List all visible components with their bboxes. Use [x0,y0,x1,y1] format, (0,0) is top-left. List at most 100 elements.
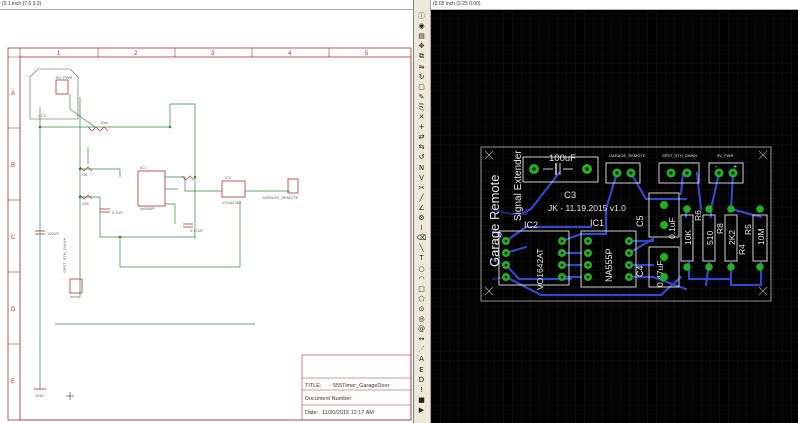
c4-value-label: 0.47uF [655,261,665,287]
go-icon[interactable]: ▶ [418,405,425,414]
date-value: 11/20/2015 12:17 AM [322,410,374,416]
schematic-canvas[interactable]: 1 2 3 4 5 A B C D E 9V_PWR [0,9,413,423]
ic1-silkscreen-outline[interactable] [580,230,637,288]
board-subtitle: Signal Extender [513,150,524,221]
resistor-2k2-symbol[interactable] [181,175,195,181]
ic1-label: IC1 [590,218,604,228]
resistor-r6-label: R6 [693,210,703,221]
power-connector-symbol[interactable] [55,79,69,95]
delete-icon[interactable]: ✕ [418,113,425,121]
title-value: 555Timer_GarageDoor [333,383,390,389]
change-icon[interactable]: ✎ [418,92,425,101]
row-label: C [11,235,16,241]
miter-icon[interactable]: ∠ [418,203,425,212]
switch-connector-symbol[interactable] [69,278,83,294]
title-label: TITLE: [305,383,322,389]
c5-silkscreen-outline[interactable] [648,192,680,238]
resistor-10m-value: 10M [756,228,766,245]
c3-silkscreen-outline[interactable] [522,156,599,183]
resistor-r8-label: R8 [715,223,725,234]
resistor-10k-symbol[interactable] [79,194,93,200]
smash-icon[interactable]: ✂ [418,183,425,192]
column-label: 3 [211,51,215,57]
hole-icon[interactable]: ◎ [418,315,425,323]
row-label: D [11,307,16,313]
ic2-value: VO1642AT [222,200,242,205]
resistor-10m-label: 10M [100,120,108,125]
schematic-frame-inner [19,56,412,421]
split-icon[interactable]: ╱ [419,193,424,202]
schematic-nets [39,94,290,389]
garage-remote-connector-symbol[interactable] [287,178,299,194]
add-icon[interactable]: + [418,123,425,132]
c4-label: 0.47UF [190,228,204,233]
errors-icon[interactable]: ! [420,385,423,394]
rotate-icon[interactable]: ↻ [418,72,425,81]
ripup-icon[interactable]: ⌫ [416,234,427,243]
row-label: B [11,163,15,169]
ic1-symbol[interactable] [137,170,166,207]
c5-label: C5 [635,215,645,227]
layers-icon[interactable]: ▤ [418,32,425,41]
route-icon[interactable]: ⌇ [419,224,424,233]
schematic-junctions [38,125,197,239]
power-connector-label: 9V_PWR [56,75,73,80]
via-icon[interactable]: ⊙ [418,304,425,313]
ic1-value: NA555P [140,206,155,211]
polygon-icon[interactable]: ⬠ [418,294,425,303]
row-label: A [11,91,15,97]
c4-silkscreen-outline[interactable] [648,246,680,288]
erc-icon[interactable]: E [419,365,424,374]
date-label: Date: [305,410,319,416]
group-icon[interactable]: ▢ [418,82,425,91]
resistor-2k2-value: 2K2 [727,230,737,245]
board-coordinate-readout: (0.05 inch (2.25 0.00) [431,0,798,10]
resistor-10k-value: 10K [683,230,693,245]
c4-label: C4 [635,265,645,277]
column-label: 4 [288,51,292,57]
resistor-r8-symbol[interactable] [79,166,93,172]
column-label: 2 [134,51,138,57]
column-label: 1 [57,51,61,57]
pad-drills [504,167,735,279]
optimize-icon[interactable]: ⚙ [418,214,425,222]
move-icon[interactable]: ✥ [418,42,425,51]
schematic-coordinate-readout: (0.1 inch (7.0 3.2) [0,0,413,10]
text-icon[interactable]: T [419,254,424,263]
board-editor[interactable]: (0.05 inch (2.25 0.00) [431,0,798,423]
ratsnest-icon[interactable]: ⋰ [418,345,425,354]
auto-icon[interactable]: A [419,355,424,364]
value-icon[interactable]: V [419,173,424,182]
replace-icon[interactable]: ↺ [418,153,425,162]
ic2-symbol[interactable] [221,180,246,198]
circle-icon[interactable]: ○ [418,264,425,273]
arc-icon[interactable]: ◠ [418,274,425,283]
ic2-silkscreen-outline[interactable] [498,230,570,286]
row-label: E [11,379,15,385]
board-canvas[interactable]: 100uF C3 GARAGE_REMOTE SPST_STH_DWNH 9V_… [431,9,798,423]
mirror-icon[interactable]: ⇋ [418,62,425,71]
info-icon[interactable]: ⓘ [418,12,425,20]
eye-icon[interactable]: ◉ [418,22,425,31]
attribute-icon[interactable]: @ [418,325,425,334]
garage-remote-connector-label: GARAGE_REMOTE [609,153,646,158]
stop-icon[interactable]: ■ [418,395,425,404]
pinswap-icon[interactable]: ⇄ [418,133,425,142]
switch-connector-outline[interactable] [658,162,700,184]
dimension-icon[interactable]: ↔ [418,335,425,344]
copy-icon[interactable]: ⧉ [419,52,424,61]
ic1-label: IC1 [140,165,147,170]
title-block: TITLE: 555Timer_GarageDoor Document Numb… [301,354,412,421]
rect-icon[interactable]: □ [418,284,425,293]
c3-label: C3 [564,190,576,201]
schematic-column-labels: 1 2 3 4 5 [57,51,369,57]
name-icon[interactable]: N [418,163,425,172]
resistor-10m-symbol[interactable] [87,126,109,132]
drc-icon[interactable]: D [418,375,425,384]
garage-remote-connector-outline[interactable] [605,162,641,184]
paste-icon[interactable]: ⎘ [418,102,425,111]
wire-icon[interactable]: ╲ [419,244,424,253]
gateswap-icon[interactable]: ⇆ [418,143,425,152]
power-connector-outline[interactable] [708,162,744,184]
schematic-editor[interactable]: (0.1 inch (7.0 3.2) 1 2 3 4 5 A B C D E [0,0,414,423]
